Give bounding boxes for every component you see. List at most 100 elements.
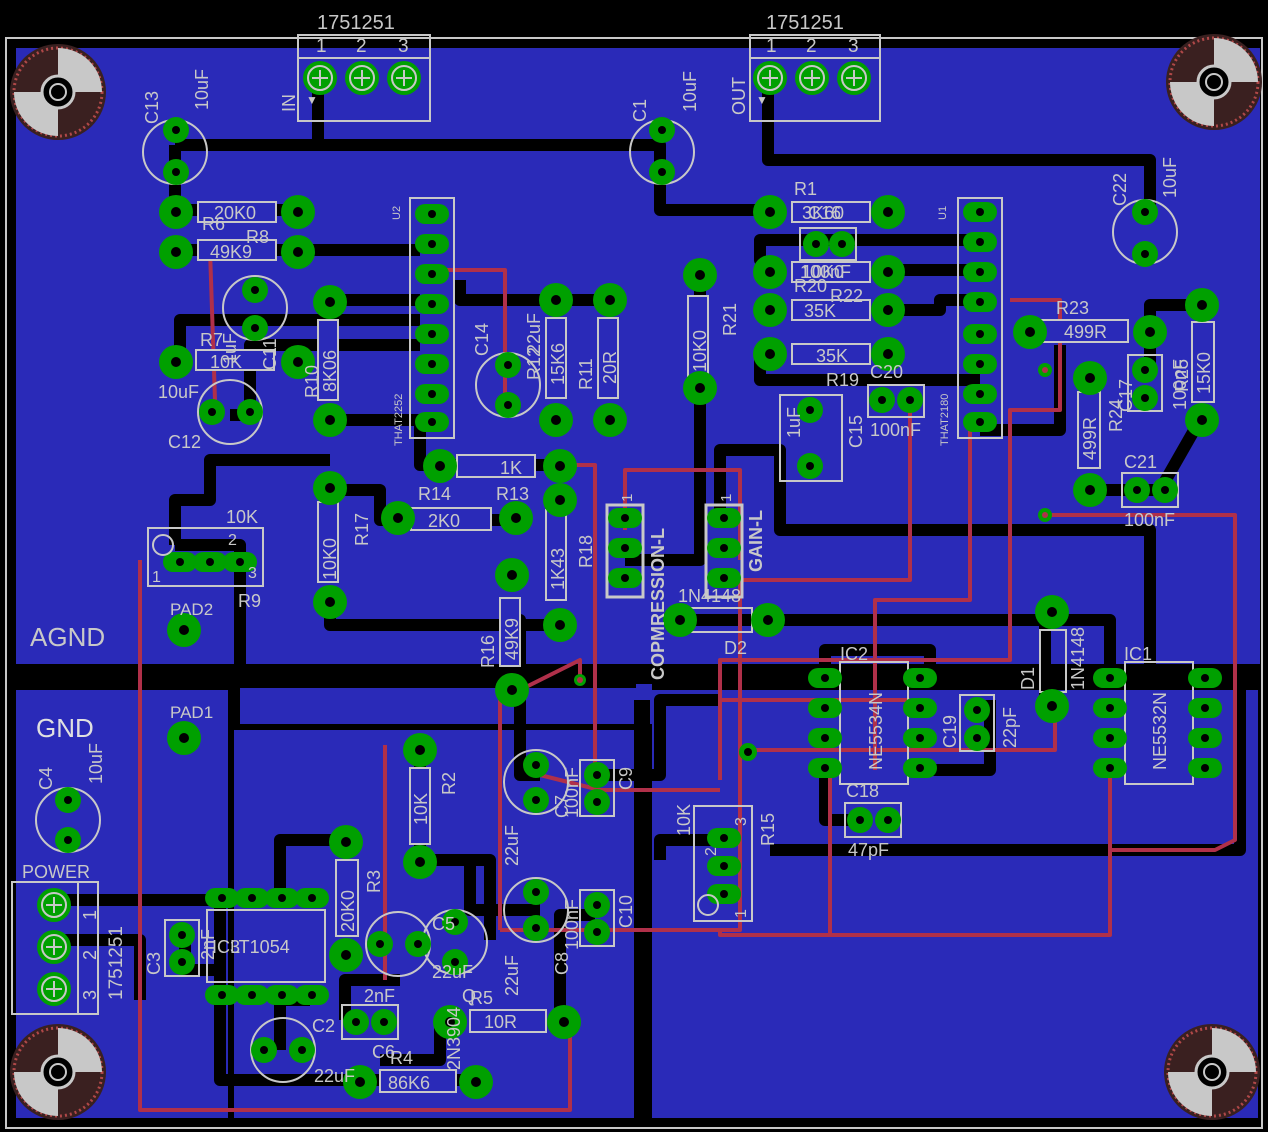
r21-value: 10K0 — [690, 330, 710, 372]
r9-pin1: 1 — [152, 569, 161, 586]
c18-name: C18 — [846, 781, 879, 801]
r1-value: 3K60 — [802, 203, 844, 223]
r13-value: 1K — [500, 458, 522, 478]
q-part: 2N3904 — [444, 1007, 464, 1070]
r10-value: 8K06 — [320, 350, 340, 392]
mounting-hole — [8, 1022, 108, 1122]
ic1-name: IC1 — [1124, 644, 1152, 664]
c7-name: C7 — [552, 795, 572, 818]
r18-name: R18 — [576, 535, 596, 568]
r19-name: R19 — [826, 370, 859, 390]
r17-value: 10K0 — [320, 538, 340, 580]
compression-header-pin1: 1 — [619, 494, 636, 502]
pad1-label: PAD1 — [170, 703, 213, 722]
c14-value: 22uF — [524, 313, 544, 354]
r25-name: R25 — [1172, 359, 1192, 392]
c20-name: C20 — [870, 362, 903, 382]
r13-name: R13 — [496, 484, 529, 504]
r17-name: R17 — [352, 513, 372, 546]
ic3-part: LT1054 — [230, 937, 290, 957]
c9-name: C9 — [616, 767, 636, 790]
r12-value: 15K6 — [548, 343, 568, 385]
c19-name: C19 — [940, 715, 960, 748]
r11-name: R11 — [576, 358, 596, 390]
ic3-name: IC3 — [212, 937, 240, 957]
r3-name: R3 — [364, 870, 384, 893]
r5-value: 10R — [484, 1012, 517, 1032]
c1-value: 10uF — [680, 71, 700, 112]
r20-value: 10K0 — [802, 262, 844, 282]
c7-value: 22uF — [502, 825, 522, 866]
r21-name: R21 — [720, 303, 740, 336]
component-pads — [55, 117, 1222, 1099]
gnd-zone-label: GND — [36, 713, 94, 743]
r23-value: 499R — [1064, 322, 1107, 342]
r4-value: 86K6 — [388, 1073, 430, 1093]
c21-value: 100nF — [1124, 510, 1175, 530]
r8-value: 49K9 — [210, 242, 252, 262]
power-pin1: 1 — [80, 910, 100, 920]
c10-value: 100nF — [562, 899, 582, 950]
c6-name: C6 — [372, 1042, 395, 1062]
c4-value: 10uF — [86, 743, 106, 784]
input-pin2: 2 — [356, 36, 367, 57]
output-pin1: 1 — [766, 36, 777, 57]
r7-value: 10K — [210, 352, 242, 372]
r4-name: R4 — [390, 1048, 413, 1068]
r12-name: R12 — [524, 347, 544, 380]
input-pin3: 3 — [398, 36, 409, 57]
c13-name: C13 — [142, 91, 162, 124]
r9-pin2: 2 — [228, 532, 237, 549]
board-outline — [5, 37, 1263, 1129]
r15-pin1: 1 — [733, 909, 750, 918]
d2-part: 1N4148 — [678, 586, 741, 606]
c20-value: 100nF — [870, 420, 921, 440]
input-pin1: 1 — [316, 36, 327, 57]
c6-value: 2nF — [364, 986, 395, 1006]
c9-value: 100nF — [562, 767, 582, 818]
c1-name: C1 — [630, 99, 650, 122]
r24-value: 499R — [1080, 417, 1100, 460]
c18-value: 47pF — [848, 840, 889, 860]
r22-name: R22 — [830, 286, 863, 306]
c2-name: C2 — [312, 1016, 335, 1036]
mounting-hole — [1164, 32, 1264, 132]
c12-value: 10uF — [158, 382, 199, 402]
r15-value: 10K — [674, 804, 694, 836]
u1-part: THAT2180 — [939, 394, 951, 446]
gain-header-label: GAIN-L — [746, 510, 766, 572]
r15-pin3: 3 — [733, 817, 750, 826]
c12-name: C12 — [168, 432, 201, 452]
c2-value: 22uF — [314, 1066, 355, 1086]
c5-name: C5 — [432, 914, 455, 934]
r5-name: R5 — [470, 988, 493, 1008]
c17-name: C17 — [1116, 379, 1136, 412]
r16-name: R16 — [478, 635, 498, 668]
r23-name: R23 — [1056, 298, 1089, 318]
c8-name: C8 — [552, 952, 572, 975]
pin1-marker: ▼ — [756, 93, 768, 107]
c16-value: 100nF — [800, 262, 851, 282]
power-connector-part: 1751251 — [106, 926, 127, 1000]
d1-part: 1N4148 — [1068, 627, 1088, 690]
r16-value: 49K9 — [502, 618, 522, 660]
d1-name: D1 — [1018, 667, 1038, 690]
r3-value: 20K0 — [338, 890, 358, 932]
r9-value: 10K — [226, 507, 258, 527]
output-connector-part: 1751251 — [766, 12, 844, 34]
r9-pin3: 3 — [248, 565, 257, 582]
ic2-name: IC2 — [840, 644, 868, 664]
silkscreen — [11, 34, 1215, 1093]
r25-value: 15K0 — [1194, 352, 1214, 394]
r15-pin2: 2 — [703, 847, 720, 856]
pad2-label: PAD2 — [170, 600, 213, 619]
r24-name: R24 — [1106, 399, 1126, 432]
bottom-traces — [138, 249, 1237, 1112]
r9-name: R9 — [238, 591, 261, 611]
power-pin2: 2 — [80, 950, 100, 960]
c5-value: 22uF — [432, 962, 473, 982]
d2-name: D2 — [724, 638, 747, 658]
ic1-part: NE5532N — [1150, 692, 1170, 770]
input-connector-part: 1751251 — [317, 12, 395, 34]
r1-name: R1 — [794, 179, 817, 199]
